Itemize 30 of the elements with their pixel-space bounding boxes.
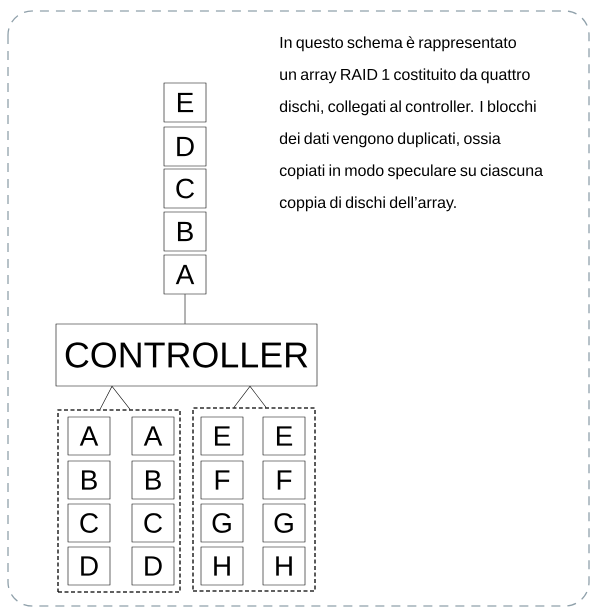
disk-block: H xyxy=(262,546,306,586)
disk-group xyxy=(57,409,181,593)
connector-line xyxy=(184,294,186,324)
disk-block: C xyxy=(132,504,174,542)
disk-block: F xyxy=(262,460,306,500)
disk-block: D xyxy=(68,546,110,586)
data-block: C xyxy=(164,168,206,208)
disk-block: G xyxy=(200,504,244,542)
data-block: B xyxy=(164,212,206,252)
disk-block: C xyxy=(68,504,110,542)
disk-block: E xyxy=(262,416,306,456)
disk-block: B xyxy=(68,460,110,500)
disk-block: B xyxy=(132,460,174,500)
data-block: E xyxy=(164,82,206,122)
data-block: A xyxy=(164,254,206,294)
disk-block: A xyxy=(132,416,174,456)
controller-box: CONTROLLER xyxy=(56,324,318,386)
disk-block: H xyxy=(200,546,244,586)
data-block: D xyxy=(164,126,206,166)
disk-block: E xyxy=(200,416,244,456)
connector-line xyxy=(250,386,266,408)
disk-group xyxy=(192,407,316,592)
disk-block: A xyxy=(68,416,110,456)
connector-line xyxy=(100,386,112,410)
connector-line xyxy=(112,386,130,410)
disk-block: F xyxy=(200,460,244,500)
disk-block: D xyxy=(132,546,174,586)
disk-block: G xyxy=(262,504,306,542)
connector-line xyxy=(234,386,250,408)
description-text: In questo schema è rappresentato un array RAID 1 costituito da quattro dischi, collegati al controller. I blocchi dei dati vengono duplicati, ossia copiati in modo speculare su ciascuna coppia di dischi dell’array. xyxy=(280,36,543,212)
